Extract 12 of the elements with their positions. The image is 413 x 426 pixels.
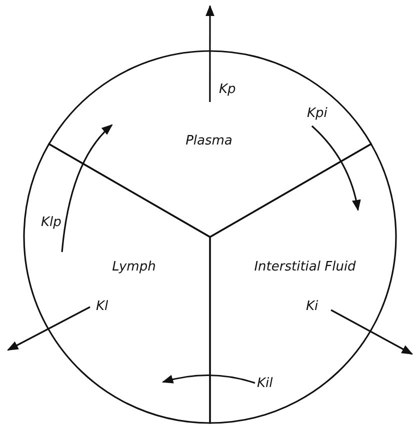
arrow [61, 124, 113, 252]
arrow [7, 306, 90, 351]
arrow [330, 309, 413, 355]
compartment-label: Plasma [186, 134, 232, 148]
arrow [206, 4, 214, 102]
arrow [311, 125, 361, 212]
arrow [162, 374, 256, 384]
compartment-label: Interstitial Fluid [254, 260, 356, 274]
compartment-label: Lymph [112, 260, 156, 274]
rate-constant-label: Kp [218, 82, 237, 97]
rate-constant-label: Kpi [306, 106, 328, 121]
rate-constant-label: Klp [40, 215, 62, 230]
